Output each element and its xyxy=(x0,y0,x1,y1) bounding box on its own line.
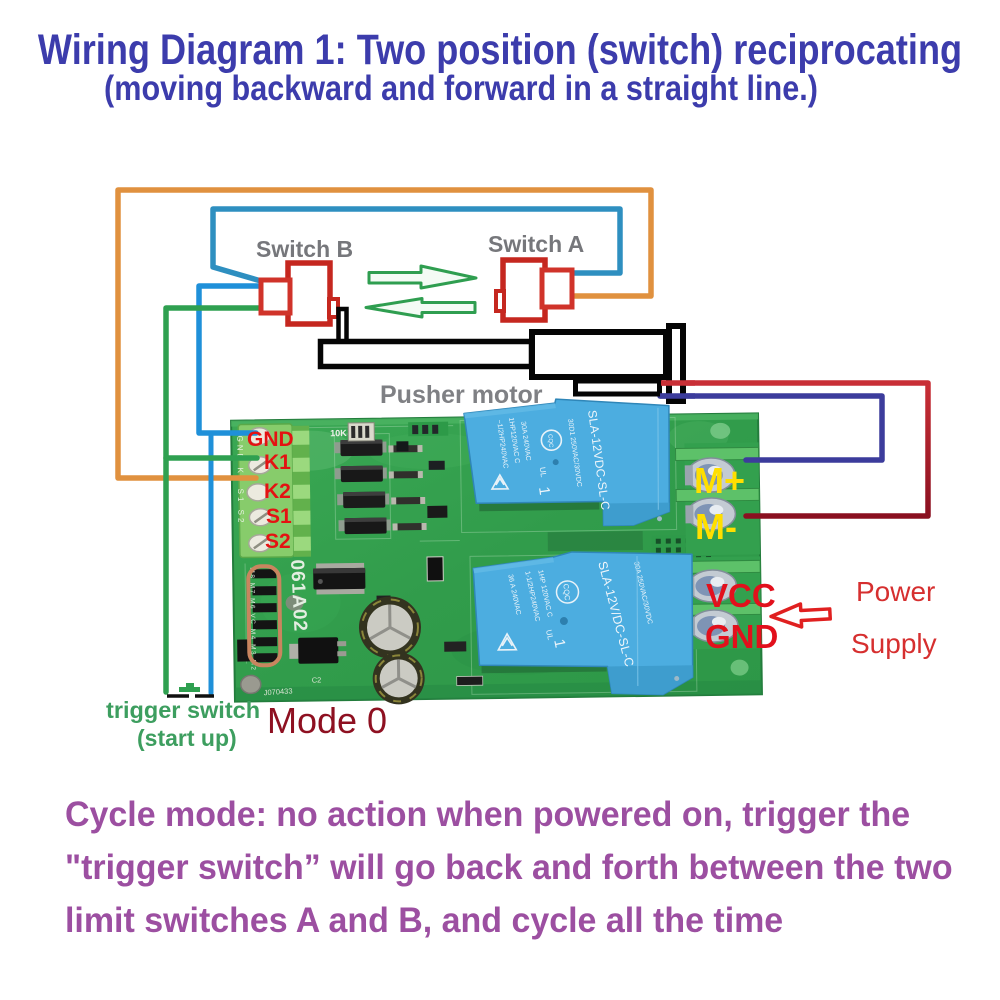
svg-text:K1: K1 xyxy=(264,451,291,474)
svg-text:GND: GND xyxy=(247,428,294,451)
svg-text:K2: K2 xyxy=(264,480,291,503)
svg-text:Pusher motor: Pusher motor xyxy=(380,381,543,409)
svg-text:M8 M7 M6 VC M4 M3 M2: M8 M7 M6 VC M4 M3 M2 xyxy=(248,567,256,671)
svg-text:J070433: J070433 xyxy=(263,686,292,697)
svg-text:M-: M- xyxy=(695,506,737,547)
svg-text:(start up): (start up) xyxy=(137,725,237,751)
svg-text:UL: UL xyxy=(538,466,548,478)
svg-text:GND: GND xyxy=(705,618,778,655)
svg-text:Power: Power xyxy=(856,576,935,607)
svg-text:CQC: CQC xyxy=(561,583,572,601)
svg-text:S1: S1 xyxy=(266,505,292,528)
svg-text:trigger switch: trigger switch xyxy=(106,697,260,723)
svg-text:1: 1 xyxy=(535,486,553,497)
svg-text:Supply: Supply xyxy=(851,628,937,659)
svg-text:UL: UL xyxy=(544,629,555,641)
svg-text:061A02: 061A02 xyxy=(286,559,311,633)
svg-text:Switch A: Switch A xyxy=(488,231,584,257)
svg-text:CQC: CQC xyxy=(546,434,553,448)
svg-text:S2: S2 xyxy=(265,530,291,553)
svg-text:M+: M+ xyxy=(694,460,745,501)
svg-text:Mode 0: Mode 0 xyxy=(267,700,387,741)
svg-text:VCC: VCC xyxy=(706,577,776,614)
svg-text:C2: C2 xyxy=(312,675,322,684)
svg-text:10K: 10K xyxy=(330,428,347,438)
svg-text:Switch B: Switch B xyxy=(256,236,353,262)
svg-text:1: 1 xyxy=(550,638,568,650)
